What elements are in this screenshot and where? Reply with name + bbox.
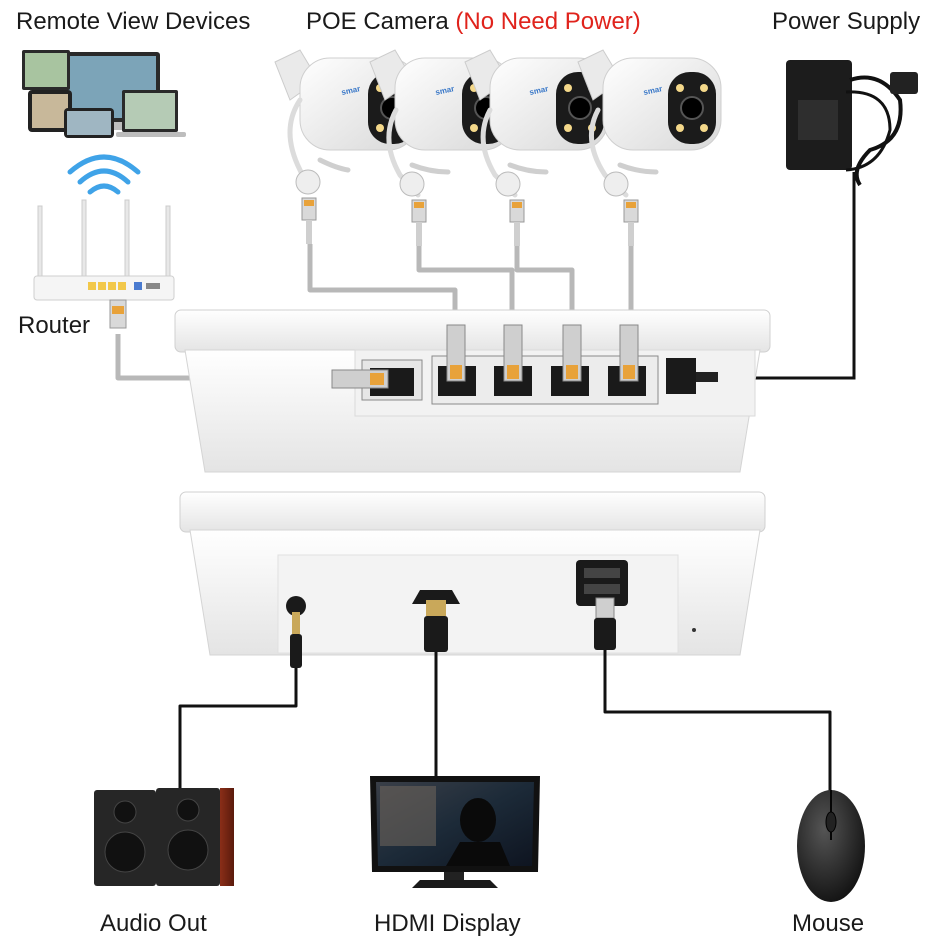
audio-plug [290,612,302,668]
output-cables [178,650,832,798]
remote-view-devices-label: Remote View Devices [16,8,251,35]
phone-icon [64,108,114,138]
poe-note-text: (No Need Power) [455,8,641,35]
router-icon [33,199,175,301]
laptop-right-icon [116,90,186,137]
hdmi-plug [424,600,448,652]
hdmi-display-label: HDMI Display [374,910,521,937]
usb-plug [594,597,616,650]
nvr-front-panel [179,491,766,656]
router-rj45-plug [109,299,127,329]
camera-brand: smar [529,84,550,97]
wifi-icon [67,154,141,195]
poe-plugs [331,324,639,389]
mouse-icon [797,790,865,902]
tablet-icon [28,90,72,132]
camera-brand: smar [341,84,362,97]
power-supply-label: Power Supply [772,8,921,35]
power-adapter-icon [786,60,918,187]
monitor-small-icon [22,50,70,90]
camera-brand: smar [643,84,664,97]
mouse-label: Mouse [792,910,865,937]
camera-brand: smar [435,84,456,97]
router-label: Router [18,312,91,339]
camera-pigtails [287,97,659,198]
poe-camera-text: POE Camera [306,8,449,35]
camera-4: smar [577,49,722,151]
monitor-icon [370,776,540,888]
speaker-icon [94,788,234,886]
poe-camera-label: POE Camera (No Need Power) [306,8,641,36]
audio-out-label: Audio Out [100,910,207,937]
nvr-icon [174,309,771,473]
power-cable [716,172,856,380]
camera-rj45-plugs [295,169,639,246]
